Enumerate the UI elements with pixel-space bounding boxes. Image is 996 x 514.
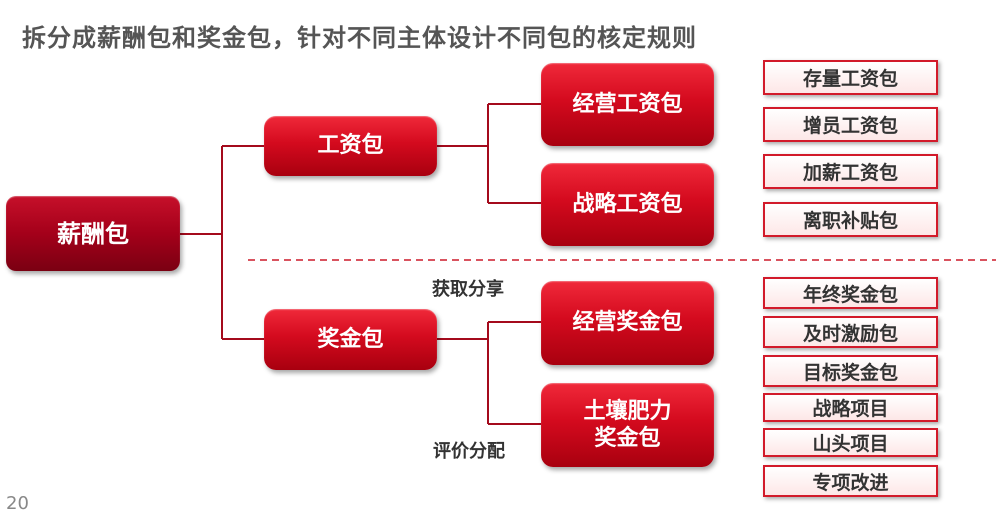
operating-salary-label: 经营工资包 [572,91,683,117]
leaf-special-improvement: 专项改进 [763,465,938,497]
leaf-hilltop-project: 山头项目 [763,428,938,457]
soil-bonus-label-line2: 奖金包 [594,426,661,451]
salary-pack-label: 工资包 [317,133,384,159]
leaf-severance-subsidy: 离职补贴包 [763,202,938,237]
leaf-year-end-bonus: 年终奖金包 [763,277,938,309]
node-bonus-pack: 奖金包 [264,309,437,370]
node-operating-bonus: 经营奖金包 [541,281,714,365]
leaf-raise-salary: 加薪工资包 [763,154,938,189]
leaf-stock-salary: 存量工资包 [763,60,938,95]
root-node-compensation: 薪酬包 [6,196,180,271]
edge-label-evaluate: 评价分配 [433,441,505,462]
leaf-headcount-salary: 增员工资包 [763,107,938,142]
leaf-timely-incentive: 及时激励包 [763,316,938,348]
node-operating-salary: 经营工资包 [541,63,714,146]
page-title: 拆分成薪酬包和奖金包，针对不同主体设计不同包的核定规则 [22,24,697,52]
bonus-pack-label: 奖金包 [317,326,384,352]
node-soil-fertility-bonus: 土壤肥力 奖金包 [541,383,714,467]
page-number: 20 [6,493,29,514]
strategic-salary-label: 战略工资包 [572,191,683,217]
soil-bonus-label-line1: 土壤肥力 [583,398,672,424]
leaf-target-bonus: 目标奖金包 [763,355,938,387]
root-node-label: 薪酬包 [57,219,129,248]
operating-bonus-label: 经营奖金包 [572,310,683,336]
leaf-strategic-project: 战略项目 [763,393,938,422]
node-salary-pack: 工资包 [264,116,437,176]
connector-salary [437,103,541,204]
node-strategic-salary: 战略工资包 [541,163,714,246]
edge-label-share: 获取分享 [432,279,504,300]
connector-bonus [437,321,541,425]
connector-root [180,145,264,340]
